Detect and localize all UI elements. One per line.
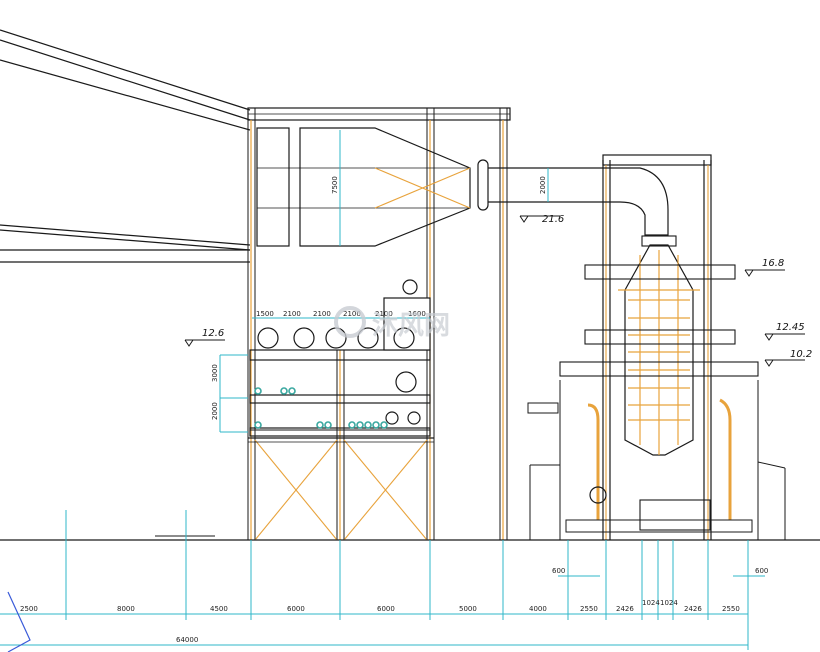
vertical-dim-label: 7500 — [331, 176, 339, 194]
port-spacing-label: 2100 — [343, 310, 361, 318]
bottom-dim-label: 2550 — [722, 605, 740, 613]
bottom-dim-label: 1024 — [660, 599, 678, 607]
offset-label: 600 — [755, 567, 768, 575]
port-spacing-label: 2100 — [313, 310, 331, 318]
dimension-lines — [0, 130, 765, 650]
level-label: 10.2 — [790, 349, 812, 360]
bottom-dim-label: 4500 — [210, 605, 228, 613]
port-spacing-label: 2100 — [375, 310, 393, 318]
bottom-dim-label: 6000 — [287, 605, 305, 613]
bottom-dim-label: 2426 — [616, 605, 634, 613]
vertical-dim-label: 2000 — [211, 402, 219, 420]
bottom-dim-label: 6000 — [377, 605, 395, 613]
flue-duct — [256, 127, 605, 247]
bottom-dim-label: 2500 — [20, 605, 38, 613]
watermark: 沐风网 — [334, 306, 450, 341]
port-spacing-label: 1600 — [408, 310, 426, 318]
arrow-icon — [7, 591, 31, 652]
level-label: 21.6 — [542, 214, 564, 225]
bottom-dim-label: 1024 — [642, 599, 660, 607]
port-spacing-label: 2100 — [283, 310, 301, 318]
bottom-dim-label: 2550 — [580, 605, 598, 613]
watermark-text: 沐风网 — [372, 311, 450, 341]
port-spacing-label: 1500 — [256, 310, 274, 318]
total-dim-label: 64000 — [176, 636, 198, 644]
bottom-dim-label: 2426 — [684, 605, 702, 613]
offset-label: 600 — [552, 567, 565, 575]
level-label: 12.45 — [776, 322, 805, 333]
bottom-dim-label: 5000 — [459, 605, 477, 613]
bottom-dim-label: 4000 — [529, 605, 547, 613]
bottom-dim-label: 8000 — [117, 605, 135, 613]
level-label: 16.8 — [762, 258, 784, 269]
level-label: 12.6 — [202, 328, 224, 339]
small-nozzles — [254, 387, 388, 429]
absorber-tower — [527, 154, 786, 540]
level-markers — [184, 215, 805, 367]
inclined-duct — [0, 29, 251, 263]
vertical-dim-label: 2000 — [539, 176, 547, 194]
vertical-dim-label: 3000 — [211, 364, 219, 382]
inspection-ports — [257, 279, 431, 425]
